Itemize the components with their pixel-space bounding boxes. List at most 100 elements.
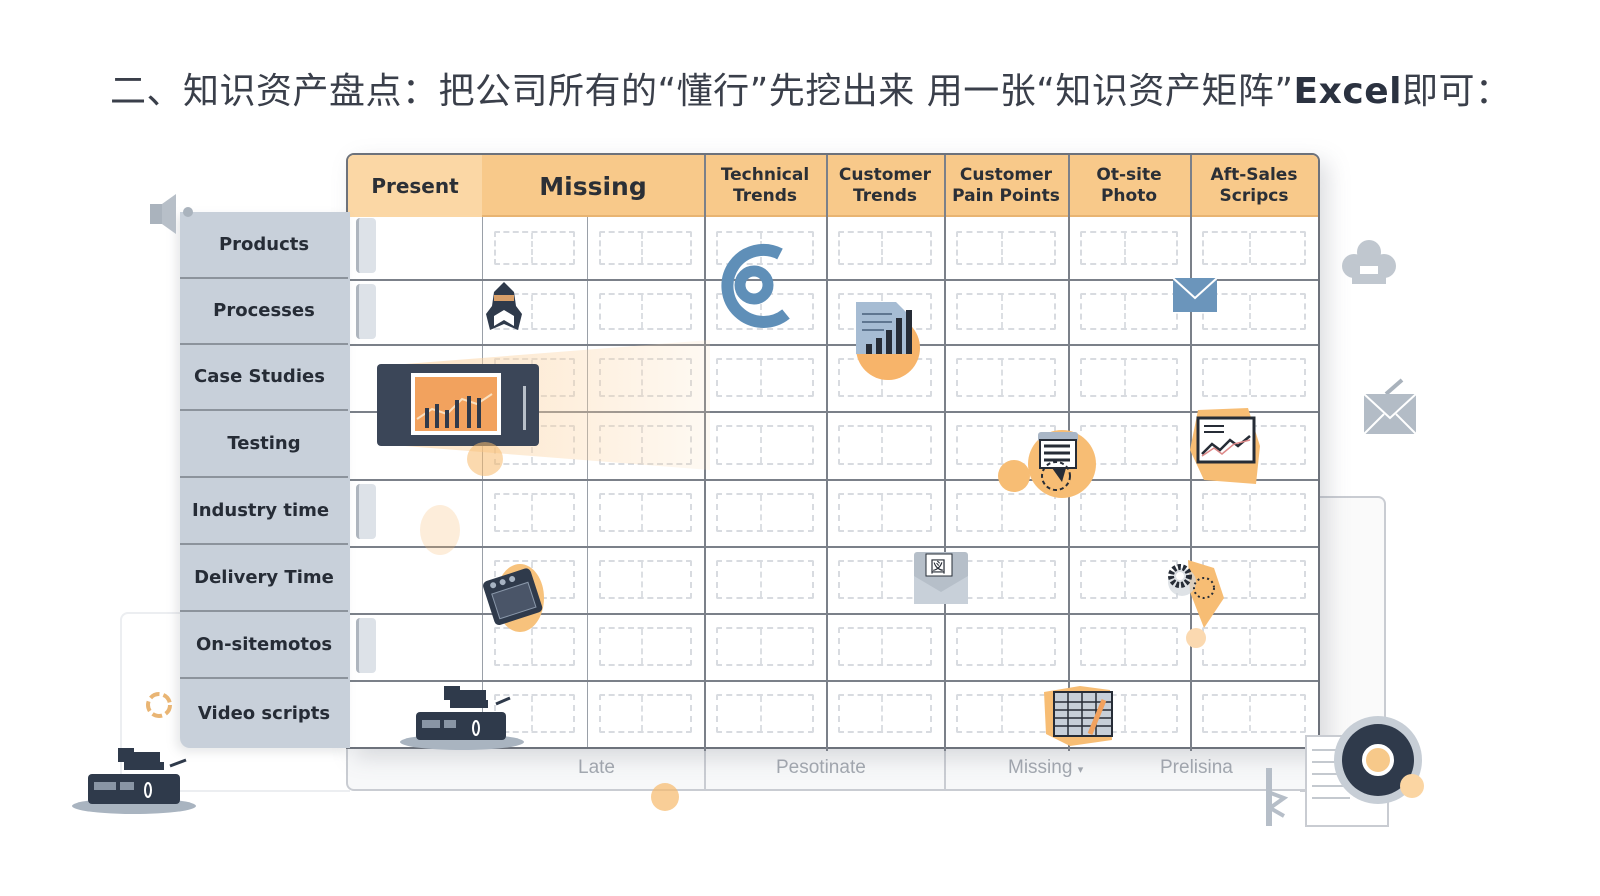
cell-placeholder[interactable] bbox=[494, 627, 575, 666]
column-header-present[interactable]: Present bbox=[348, 155, 482, 217]
row-header-testing[interactable]: Testing bbox=[180, 411, 348, 478]
cell-placeholder[interactable] bbox=[956, 560, 1056, 599]
cell-placeholder[interactable] bbox=[1202, 493, 1306, 532]
drag-handle[interactable] bbox=[356, 484, 376, 539]
cell-placeholder[interactable] bbox=[716, 358, 814, 397]
cell-split bbox=[1001, 233, 1004, 263]
cell-placeholder[interactable] bbox=[1080, 358, 1178, 397]
row-header-delivery-time[interactable]: Delivery Time bbox=[180, 545, 348, 612]
decorative-blob bbox=[467, 442, 503, 476]
cell-placeholder[interactable] bbox=[599, 293, 692, 330]
column-divider bbox=[1190, 155, 1192, 751]
spreadsheet-icon bbox=[1044, 686, 1113, 746]
cell-placeholder[interactable] bbox=[716, 694, 814, 733]
drag-handle[interactable] bbox=[356, 284, 376, 339]
cell-split bbox=[760, 495, 763, 530]
cell-split bbox=[880, 562, 883, 597]
chevron-down-icon: ▾ bbox=[1077, 764, 1084, 776]
cell-split bbox=[1001, 629, 1004, 664]
footer-label-missing[interactable]: Missing ▾ bbox=[1008, 757, 1083, 779]
picture-chart-icon bbox=[1190, 408, 1260, 484]
cell-split bbox=[530, 295, 533, 328]
cell-placeholder[interactable] bbox=[1080, 231, 1178, 265]
cell-placeholder[interactable] bbox=[1202, 627, 1306, 666]
cell-placeholder[interactable] bbox=[838, 231, 932, 265]
cell-placeholder[interactable] bbox=[956, 231, 1056, 265]
footer-divider bbox=[704, 745, 706, 791]
cell-placeholder[interactable] bbox=[599, 627, 692, 666]
cell-split bbox=[1249, 629, 1251, 664]
cell-split bbox=[1249, 233, 1251, 263]
document-chart-icon bbox=[856, 302, 920, 380]
cell-placeholder[interactable] bbox=[838, 493, 932, 532]
row-divider bbox=[348, 479, 1318, 481]
row-header-video-scripts[interactable]: Video scripts bbox=[197, 703, 331, 724]
cell-placeholder[interactable] bbox=[1202, 231, 1306, 265]
cell-split bbox=[530, 495, 533, 530]
cell-split bbox=[641, 495, 644, 530]
cell-split bbox=[530, 233, 533, 263]
cell-split bbox=[760, 427, 763, 463]
row-header-industry-time[interactable]: Industry time bbox=[180, 478, 348, 545]
footer-label-prelisina: Prelisina bbox=[1160, 757, 1233, 778]
cell-split bbox=[641, 295, 644, 328]
cell-split bbox=[880, 495, 883, 530]
column-divider bbox=[944, 155, 946, 751]
cell-split bbox=[1249, 562, 1251, 597]
row-header-on-site-photos[interactable]: On-sitemotos bbox=[180, 612, 348, 679]
cell-placeholder[interactable] bbox=[494, 493, 575, 532]
cell-placeholder[interactable] bbox=[956, 293, 1056, 330]
cell-placeholder[interactable] bbox=[716, 493, 814, 532]
cell-placeholder[interactable] bbox=[1080, 293, 1178, 330]
drag-handle[interactable] bbox=[356, 618, 376, 673]
cell-split bbox=[880, 629, 883, 664]
header-line: Customer bbox=[838, 165, 932, 185]
decorative-blob bbox=[651, 783, 679, 811]
cell-placeholder[interactable] bbox=[838, 627, 932, 666]
cell-placeholder[interactable] bbox=[1080, 627, 1178, 666]
cell-split bbox=[1001, 562, 1004, 597]
row-header-products[interactable]: Products bbox=[180, 212, 348, 279]
cell-placeholder[interactable] bbox=[716, 425, 814, 465]
drag-handle[interactable] bbox=[356, 218, 376, 273]
column-header-missing[interactable]: Missing bbox=[539, 171, 647, 201]
cell-placeholder[interactable] bbox=[599, 694, 692, 733]
envelope-icon[interactable] bbox=[1173, 278, 1217, 312]
cell-placeholder[interactable] bbox=[716, 560, 814, 599]
row-divider bbox=[348, 680, 1318, 682]
mail-document-icon: 図 bbox=[914, 552, 968, 604]
matrix-footer: Late Pesotinate Missing ▾ Prelisina bbox=[346, 745, 1386, 791]
chart-dashboard-icon bbox=[377, 364, 539, 446]
cell-split bbox=[641, 562, 644, 597]
cell-split bbox=[760, 696, 763, 731]
cell-placeholder[interactable] bbox=[494, 231, 575, 265]
row-divider bbox=[348, 613, 1318, 615]
cell-placeholder[interactable] bbox=[956, 627, 1056, 666]
cell-placeholder[interactable] bbox=[599, 231, 692, 265]
cell-placeholder[interactable] bbox=[838, 425, 932, 465]
mail-antenna-icon bbox=[1363, 378, 1417, 435]
cell-split bbox=[1001, 696, 1004, 731]
cell-placeholder[interactable] bbox=[1202, 293, 1306, 330]
cell-placeholder[interactable] bbox=[956, 358, 1056, 397]
refresh-icon bbox=[146, 692, 172, 718]
header-line: Trends bbox=[852, 186, 918, 206]
footer-label-pesotinate: Pesotinate bbox=[776, 757, 866, 778]
cell-placeholder[interactable] bbox=[1202, 694, 1306, 733]
cell-placeholder[interactable] bbox=[838, 694, 932, 733]
cell-placeholder[interactable] bbox=[599, 493, 692, 532]
cell-placeholder[interactable] bbox=[599, 560, 692, 599]
row-header-processes[interactable]: Processes bbox=[180, 278, 348, 345]
cell-split bbox=[1001, 427, 1004, 463]
cell-placeholder[interactable] bbox=[1202, 358, 1306, 397]
cell-placeholder[interactable] bbox=[956, 493, 1056, 532]
cell-placeholder[interactable] bbox=[716, 627, 814, 666]
cell-split bbox=[1249, 295, 1251, 328]
cell-placeholder[interactable] bbox=[1080, 493, 1178, 532]
row-header-case-studies[interactable]: Case Studies bbox=[180, 344, 348, 411]
